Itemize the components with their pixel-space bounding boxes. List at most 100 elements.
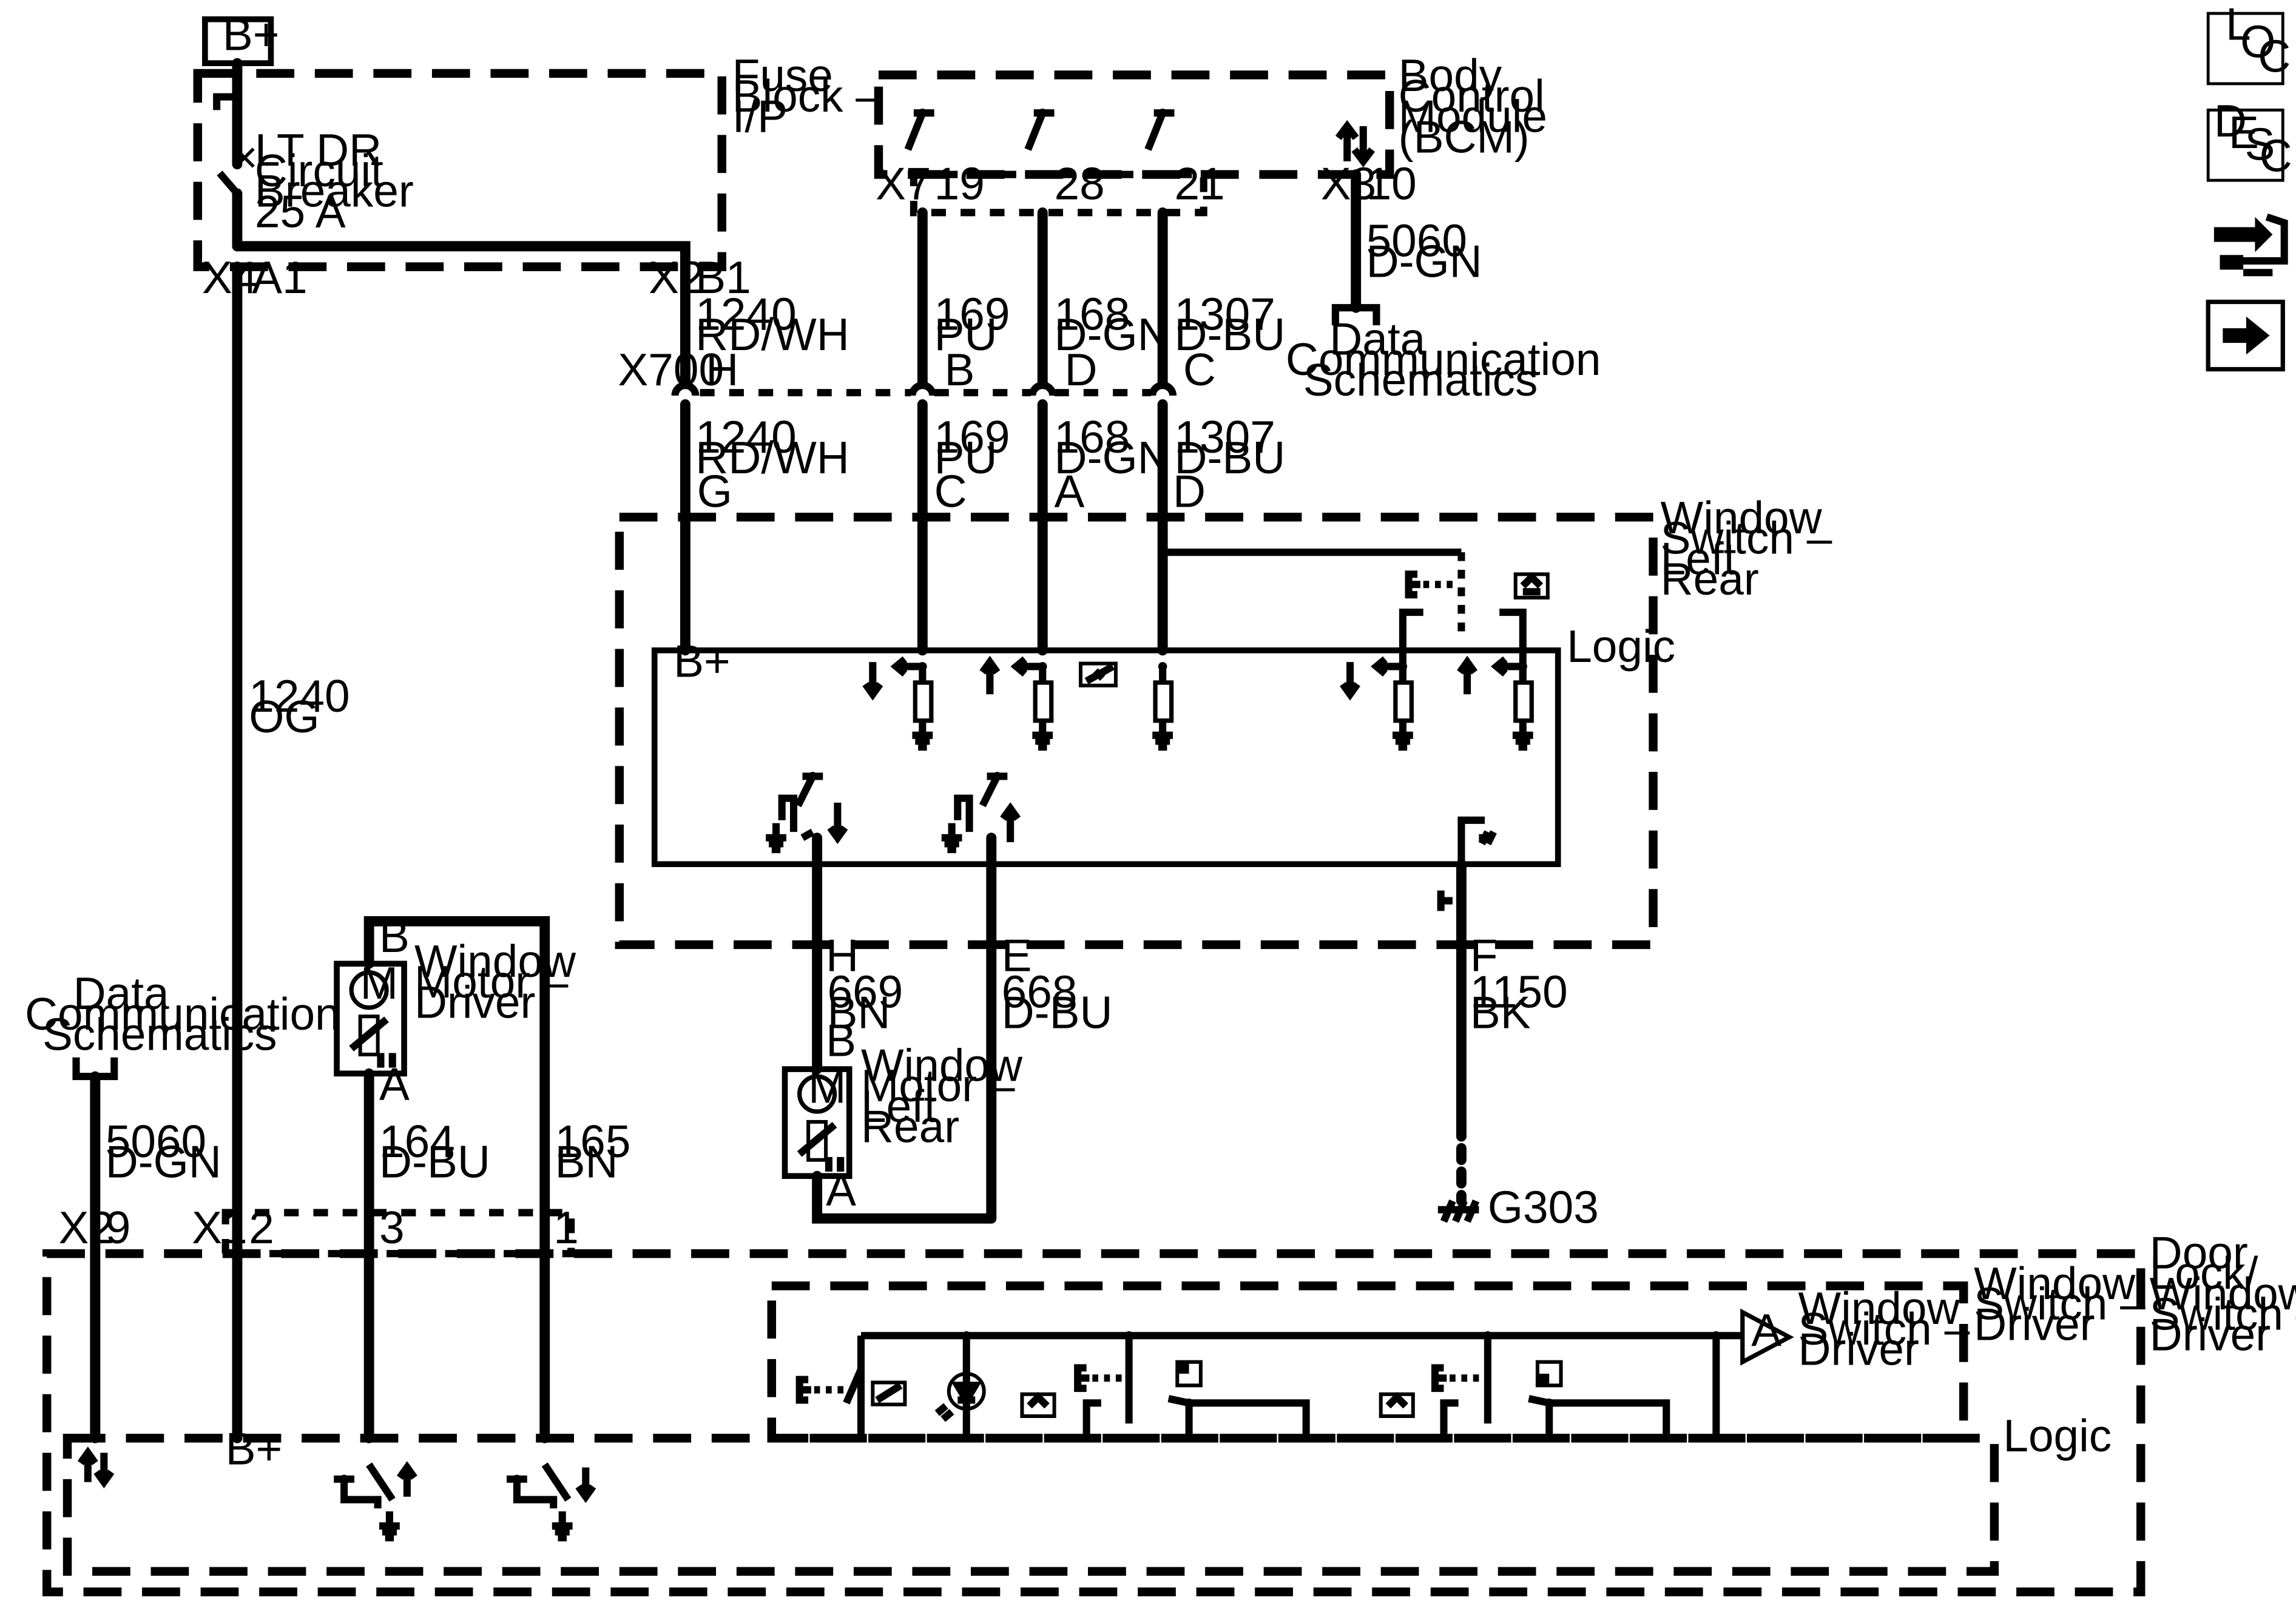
connector-label: X1: [192, 1202, 248, 1253]
data-comm-ref: Schematics: [1303, 354, 1538, 405]
breaker-label: Circuit: [255, 145, 383, 196]
wire-color: PU: [934, 432, 998, 483]
wire-number: 1307: [1174, 288, 1275, 339]
wire-color: RD/WH: [695, 309, 849, 360]
wire-number: 1307: [1174, 411, 1275, 462]
nav-letter: O: [2240, 16, 2275, 67]
pin-label: A1: [252, 252, 308, 303]
module-title: Switch –: [1974, 1278, 2146, 1329]
nav-letter: S: [2245, 118, 2275, 169]
wire-color: D-GN: [106, 1136, 221, 1187]
motor-title: Window: [861, 1039, 1023, 1090]
breaker-label: Breaker: [255, 166, 414, 217]
wire-number: 5060: [106, 1116, 206, 1167]
logic-label: Logic: [1567, 621, 1675, 672]
pin-label: G: [697, 465, 732, 516]
pin-label: 3: [379, 1202, 405, 1253]
nav-diagnostic-icon[interactable]: [2213, 213, 2288, 277]
pin-label: E: [1002, 930, 1032, 981]
nav-letter: L: [2226, 0, 2251, 50]
breaker-mark: ×: [231, 132, 258, 183]
wire-color: D-GN: [1366, 235, 1482, 286]
amp-label: Switch –: [1798, 1303, 1970, 1354]
bcm-title: Control: [1399, 70, 1545, 121]
nav-letter: C: [2260, 130, 2292, 181]
data-comm-ref: Communication: [1286, 334, 1601, 385]
wire-color: PU: [934, 309, 998, 360]
motor-title: Left: [861, 1081, 937, 1132]
wire-number: 1240: [249, 670, 349, 721]
module-title: Switch –: [2150, 1289, 2296, 1340]
motor-title: Rear: [861, 1101, 959, 1152]
amp-label: Window: [1798, 1283, 1960, 1334]
nav-letter: D: [2214, 95, 2247, 146]
bplus-label: B+: [674, 635, 731, 686]
ground-label: G303: [1488, 1181, 1599, 1232]
data-comm-ref: Data: [1329, 313, 1425, 364]
motor-symbol: M: [808, 1062, 846, 1113]
power-label: B+: [223, 8, 280, 59]
pin-label: A: [379, 1059, 410, 1110]
wire-number: 669: [827, 967, 903, 1018]
nav-letter: C: [2258, 31, 2291, 82]
wire-number: 169: [934, 288, 1010, 339]
wire-number: 5060: [1366, 215, 1467, 266]
pin-label: H: [706, 344, 738, 395]
window-motor-driver: B M A Window Motor – Driver 164 D-BU 165…: [334, 911, 631, 1443]
mid-wires: 1240 RD/WH 169 PU 168 D-GN 1307 D-BU: [680, 399, 1285, 656]
module-title: Window: [1974, 1258, 2136, 1309]
nav-next-button[interactable]: [2206, 299, 2285, 372]
module-title: Door: [2150, 1227, 2248, 1278]
wire-color: BK: [1470, 987, 1531, 1038]
connector-label: X7: [876, 158, 931, 209]
wire-number: 169: [934, 411, 1010, 462]
module-title: Lock/: [2150, 1247, 2258, 1298]
upper-wires: 1240 RD/WH 169 PU 168 D-GN 1307 D-BU: [680, 207, 1285, 390]
wire-number: 1240: [695, 411, 796, 462]
pin-label: 10: [1366, 158, 1417, 209]
connector-label: X3: [1321, 158, 1376, 209]
door-lock-window-switch-driver: Door Lock/ Window Switch – Driver X2 9 X…: [42, 1202, 2296, 1596]
wire-color: RD/WH: [695, 432, 849, 483]
pin-label: 9: [106, 1202, 131, 1253]
motor-symbol: M: [360, 957, 398, 1008]
pin-label: 19: [934, 158, 985, 209]
connector-x700: X700 H B D C: [618, 344, 1216, 396]
fuse-block-title: Block –: [732, 70, 882, 121]
wire-color: BN: [827, 987, 890, 1038]
fuse-block-title: Fuse: [732, 50, 833, 101]
pin-label: H: [826, 930, 859, 981]
amp-label: Driver: [1798, 1324, 1919, 1375]
connector-label: X700: [618, 344, 724, 395]
pin-label: D: [1064, 344, 1097, 395]
amp-symbol: A: [1751, 1305, 1781, 1355]
pin-label: A: [1055, 465, 1085, 516]
wire-number: 1240: [695, 288, 796, 339]
wire-color: D-GN: [1055, 432, 1170, 483]
data-comm-ref: Data: [73, 968, 169, 1019]
wire-color: D-BU: [379, 1136, 490, 1187]
bcm-title: (BCM): [1399, 111, 1530, 162]
body-control-module: Body Control Module (BCM) X7 19 28 21 X3…: [874, 50, 1547, 217]
bcm-title: Body: [1399, 50, 1502, 101]
pin-label: C: [1183, 344, 1216, 395]
pin-label: D: [1173, 465, 1206, 516]
wire-color: D-BU: [1174, 309, 1285, 360]
nav-location-button[interactable]: L O C: [2206, 0, 2291, 86]
pin-label: B: [945, 344, 975, 395]
wire-number: 164: [379, 1116, 455, 1167]
wire-number: 168: [1055, 288, 1130, 339]
wire-color: D-BU: [1174, 432, 1285, 483]
wire-color: D-GN: [1055, 309, 1170, 360]
fuse-block: Fuse Block – I/P × LT DR Circuit Breaker…: [193, 50, 882, 303]
wire-number: 165: [555, 1116, 631, 1167]
pin-label: 28: [1055, 158, 1105, 209]
pin-label: C: [934, 465, 967, 516]
wire-number: 1150: [1470, 967, 1568, 1018]
wire-number: 668: [1002, 967, 1078, 1018]
pin-label: 1: [553, 1202, 579, 1253]
nav-description-button[interactable]: D E S C: [2206, 95, 2292, 182]
nav-letter: E: [2229, 107, 2259, 158]
module-title: Driver: [2150, 1309, 2271, 1360]
motor-title: Motor –: [861, 1060, 1015, 1111]
